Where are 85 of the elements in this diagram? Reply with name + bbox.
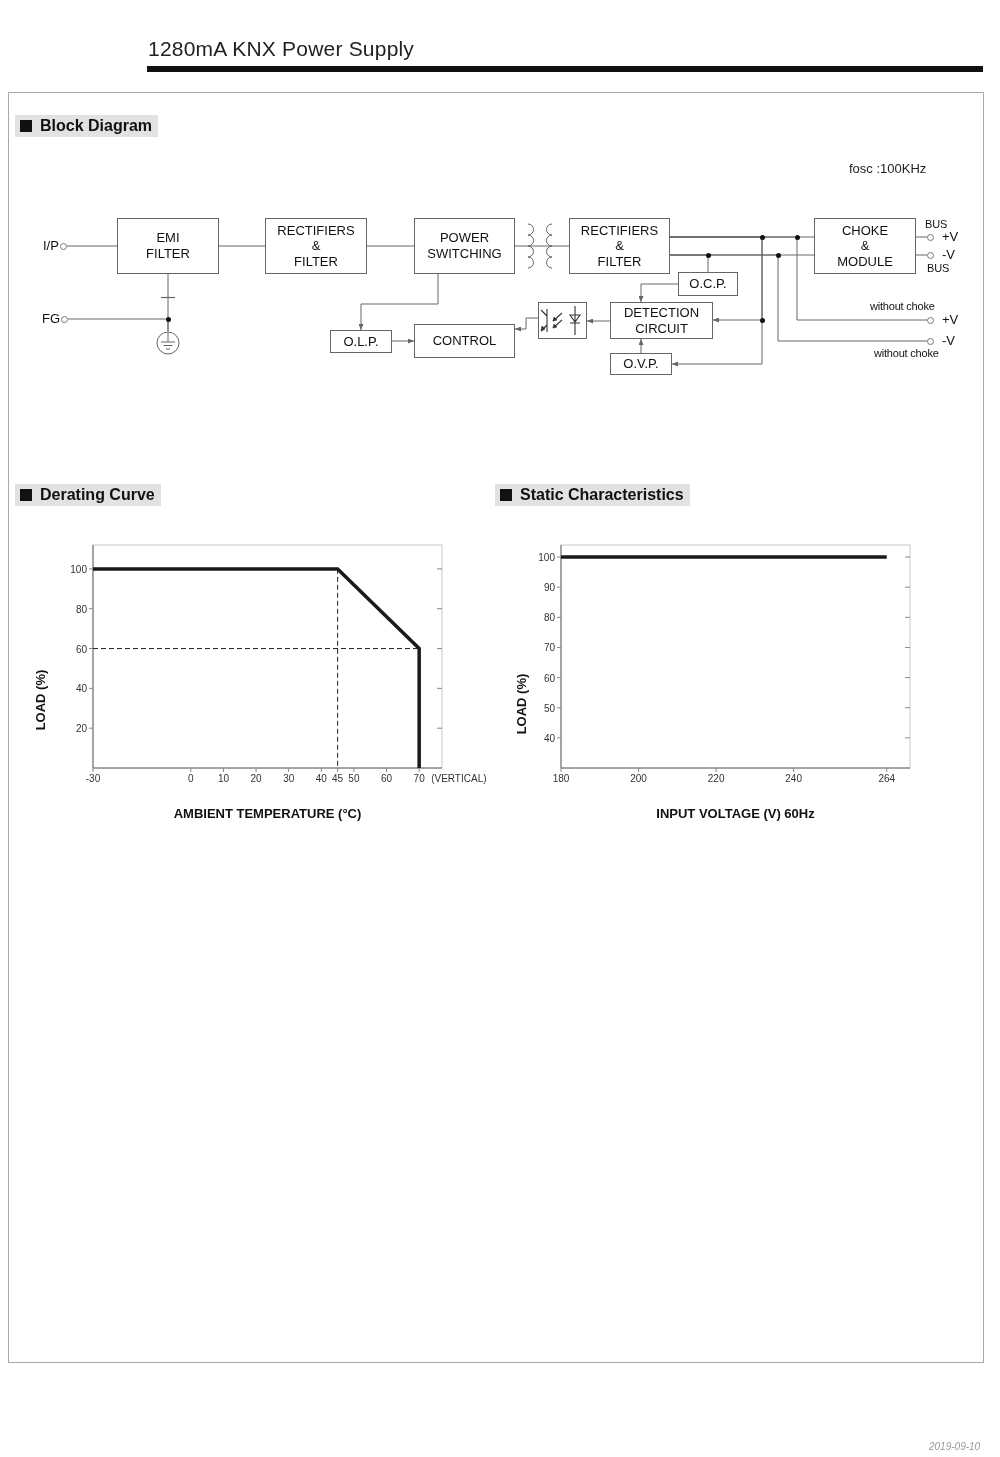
tick-label: 60: [543, 672, 555, 684]
connector-line: [66, 245, 118, 247]
tick-label: 264: [878, 773, 896, 784]
tick-label: 40: [543, 732, 555, 744]
block-label: POWER SWITCHING: [427, 230, 502, 262]
circuit-block: [610, 353, 672, 375]
tick-label: 30: [283, 773, 295, 784]
circuit-block: [330, 330, 392, 353]
tick-label: 60: [75, 643, 87, 655]
tick-label: -30: [85, 773, 101, 784]
tick-label: 240: [785, 773, 802, 784]
tick-label: 70: [543, 641, 555, 653]
tick-label: 40: [315, 773, 327, 784]
axis-title: LOAD (%): [32, 669, 48, 731]
connector-line: [915, 236, 928, 238]
terminal-label: +V: [942, 313, 959, 327]
connector-line: [514, 245, 570, 247]
tick-label: 50: [543, 702, 555, 714]
footer-date: 2019-09-10: [929, 1441, 981, 1453]
circuit-block: [678, 272, 738, 296]
terminal-label: -V: [942, 248, 955, 262]
tick-label: 0: [188, 773, 194, 784]
axis-title: INPUT VOLTAGE (V) 60Hz: [656, 805, 815, 821]
tick-label: 80: [75, 603, 87, 615]
terminal-caption: without choke: [874, 347, 939, 359]
arrow: [586, 318, 611, 324]
circuit-block: [117, 218, 219, 274]
block-label: RECTIFIERS & FILTER: [277, 222, 355, 270]
tick-label: 80: [543, 611, 555, 623]
tick-label: 180: [552, 773, 570, 784]
section-heading: Static Characteristics: [520, 485, 684, 505]
tick-label: 40: [75, 682, 87, 694]
optocoupler-symbol: [538, 302, 587, 339]
terminal-caption: BUS: [925, 218, 948, 230]
block-label: CHOKE & MODULE: [837, 222, 893, 270]
tick-label: 20: [250, 773, 262, 784]
tick-label: 50: [348, 773, 360, 784]
tick-label: 200: [630, 773, 647, 784]
axis-note: (VERTICAL): [431, 773, 487, 784]
terminal-caption: without choke: [870, 300, 935, 312]
frequency-note: fosc :100KHz: [849, 161, 927, 176]
block-label: O.L.P.: [343, 333, 379, 350]
connector-line: [67, 318, 169, 332]
block-label: EMI FILTER: [146, 230, 190, 262]
block-label: RECTIFIERS & FILTER: [580, 222, 659, 270]
arrow: [638, 338, 644, 354]
connector-line: [669, 254, 928, 342]
arrow: [638, 283, 679, 303]
tick-label: 90: [543, 581, 555, 593]
block-label: O.V.P.: [623, 356, 659, 372]
circuit-block: [610, 302, 713, 339]
tick-label: 70: [413, 773, 425, 784]
arrow: [358, 273, 439, 331]
block-label: CONTROL: [432, 333, 497, 349]
block-label: DETECTION CIRCUIT: [623, 304, 700, 337]
ground-symbol: [156, 331, 180, 355]
circuit-block: [265, 218, 367, 274]
tick-label: 220: [707, 773, 725, 784]
page-title: 1280mA KNX Power Supply: [148, 37, 415, 61]
tick-label: 45: [332, 773, 344, 784]
axis-title: LOAD (%): [513, 673, 529, 735]
connector-line: [218, 245, 266, 247]
circuit-block: [569, 218, 670, 274]
arrow: [391, 338, 415, 344]
section-heading: Derating Curve: [40, 485, 155, 505]
connector-line: [366, 245, 415, 247]
connector-line: [669, 236, 928, 321]
terminal-caption: BUS: [927, 262, 950, 274]
terminal-label: I/P: [43, 239, 59, 253]
section-heading: Block Diagram: [40, 116, 153, 136]
circuit-block: [814, 218, 916, 274]
tick-label: 20: [75, 722, 87, 734]
connector-line: [915, 254, 928, 256]
terminal-label: +V: [942, 230, 959, 244]
arrow: [514, 317, 539, 332]
tick-label: 100: [538, 551, 555, 563]
tick-label: 60: [381, 773, 393, 784]
tick-label: 100: [70, 563, 87, 575]
terminal-label: -V: [942, 334, 955, 348]
block-label: O.C.P.: [689, 276, 727, 292]
tick-label: 10: [217, 773, 229, 784]
circuit-block: [414, 324, 515, 358]
axis-title: AMBIENT TEMPERATURE (°C): [173, 805, 362, 821]
circuit-block: [414, 218, 515, 274]
terminal-label: FG: [42, 312, 61, 326]
